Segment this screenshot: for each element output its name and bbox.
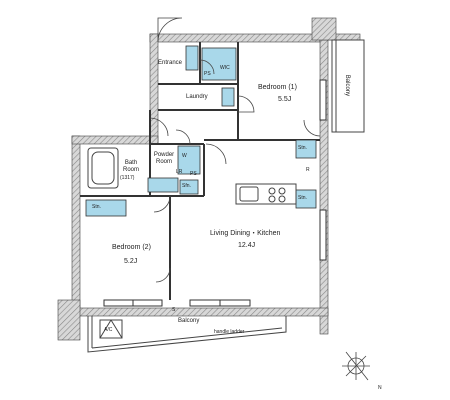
washer-area	[177, 145, 201, 175]
room-area-bedroom2: 5.2J	[124, 258, 138, 265]
bedroom2-closet	[85, 199, 127, 217]
compass-north-label: N	[378, 385, 382, 391]
storage-areas	[85, 45, 317, 217]
room-label-bedroom2: Bedroom (2)	[112, 244, 151, 251]
bottom-balcony	[87, 316, 287, 353]
fixture-ps2-label: PS	[190, 171, 197, 177]
room-label-bottom-balcony: Balcony	[178, 318, 200, 324]
fixture-lr-label: LR	[176, 169, 183, 175]
fixture-s-label: S	[172, 307, 176, 313]
room-label-powder: Powder Room	[153, 152, 175, 165]
fixture-w-label: W	[182, 153, 187, 159]
hall-storage	[179, 179, 199, 195]
fixture-stn-kitchen: Stn.	[298, 195, 307, 201]
shoe-storage	[185, 45, 199, 71]
compass-rose	[342, 351, 370, 381]
room-label-laundry: Laundry	[186, 94, 208, 100]
outer-walls	[57, 17, 361, 341]
room-label-entrance: Entrance	[158, 60, 183, 66]
room-area-ldk: 12.4J	[238, 242, 256, 249]
fixture-ac-label: A/C	[104, 327, 113, 333]
windows	[103, 79, 327, 307]
fixture-stn-hall: Sfn.	[182, 183, 191, 189]
bedroom1-closet	[295, 139, 317, 159]
doors	[149, 17, 321, 283]
room-label-bath: Bath Room	[122, 160, 139, 173]
fixture-r-label: R	[306, 167, 310, 173]
fixture-stn-bedroom1: Stn.	[298, 145, 307, 151]
room-label-ldk: Living Dining・Kitchen	[210, 230, 281, 237]
laundry-storage	[221, 87, 235, 107]
fixture-ps-label: PS	[204, 71, 211, 77]
powder-storage	[147, 177, 179, 193]
kitchen-counter	[235, 183, 297, 205]
room-label-side-balcony: Balcony	[344, 74, 351, 97]
room-size-bath: (1317)	[120, 175, 135, 181]
fixture-ladder-label: handle ladder	[214, 329, 245, 335]
interior-walls	[80, 42, 320, 300]
fixture-stn-bedroom2: Stn.	[92, 204, 101, 210]
room-label-bedroom1: Bedroom (1)	[258, 84, 297, 91]
side-balcony	[331, 39, 365, 133]
bathtub	[87, 147, 119, 189]
fixture-wic-label: WIC	[220, 65, 230, 71]
room-area-bedroom1: 5.5J	[278, 96, 292, 103]
wic-storage	[201, 47, 237, 81]
